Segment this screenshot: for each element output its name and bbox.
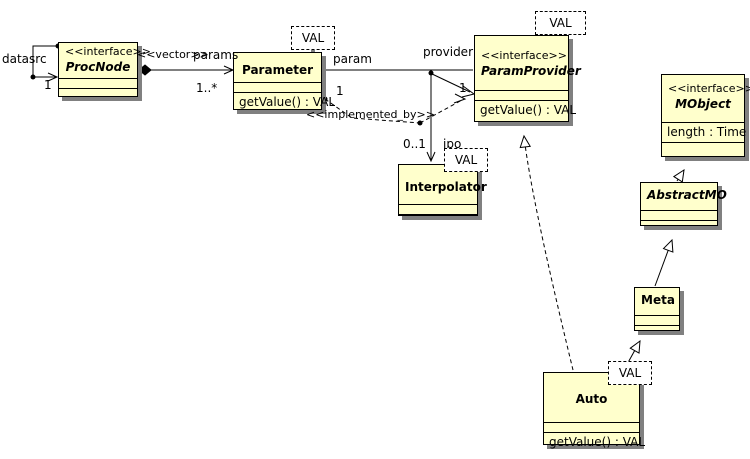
class-header-meta: Meta xyxy=(635,288,679,312)
class-box-interpolator[interactable]: Interpolator xyxy=(398,164,487,216)
class-header-abstractmo: AbstractMO xyxy=(641,183,727,207)
attributes-compartment xyxy=(544,423,639,432)
class-box-procnode[interactable]: <<interface>> ProcNode xyxy=(58,42,151,98)
edge-label-ipo: ipo xyxy=(443,137,462,151)
template-param-interpolator: VAL xyxy=(444,148,488,172)
operations-compartment xyxy=(399,215,477,224)
class-name: ProcNode xyxy=(65,59,131,74)
edge-label-vector-stereotype: <<vector>> xyxy=(137,48,209,61)
template-param-auto: VAL xyxy=(608,361,652,385)
compartment-divider xyxy=(399,213,477,215)
class-name: ParamProvider xyxy=(481,63,581,78)
compartment-divider xyxy=(641,219,717,221)
compartment-divider xyxy=(662,142,744,144)
class-stereotype: <<interface>> xyxy=(481,49,567,62)
class-header-parameter: Parameter xyxy=(234,53,321,82)
edge-abstractmo-extends-mobject xyxy=(672,168,685,183)
compartment-divider xyxy=(399,203,477,205)
class-header-mobject: <<interface>> MObject xyxy=(662,75,750,115)
edge-auto-implements-paramprovider xyxy=(519,134,574,371)
edge-parameter-provider-paramprovider xyxy=(322,69,476,98)
class-box-abstractmo[interactable]: AbstractMO xyxy=(640,182,727,226)
compartment-divider xyxy=(59,78,137,80)
edge-meta-extends-abstractmo xyxy=(654,238,674,287)
class-header-procnode: <<interface>> ProcNode xyxy=(59,43,151,78)
edge-procnode-params-parameter xyxy=(138,64,235,76)
class-header-interpolator: Interpolator xyxy=(399,165,487,199)
class-name: Interpolator xyxy=(405,180,487,194)
edge-label-ipo-multiplicity: 0..1 xyxy=(403,137,426,151)
operation-item: getValue() : VAL xyxy=(239,94,336,109)
attributes-compartment xyxy=(399,205,477,214)
compartment-divider xyxy=(635,324,679,326)
attributes-compartment xyxy=(59,79,137,88)
class-name: Meta xyxy=(641,293,675,307)
template-param-label: VAL xyxy=(301,31,325,45)
operations-compartment: getValue() : VAL xyxy=(544,433,645,449)
edge-label-datasrc-multiplicity: 1 xyxy=(44,78,52,92)
template-param-label: VAL xyxy=(618,366,642,380)
template-param-paramprovider: VAL xyxy=(535,11,586,35)
compartment-divider xyxy=(475,90,568,92)
class-name: AbstractMO xyxy=(647,188,727,202)
edge-label-datasrc: datasrc xyxy=(2,52,47,66)
operations-compartment: getValue() : VAL xyxy=(475,101,576,120)
edge-label-implemented-by: <<implemented_by>> xyxy=(306,108,435,121)
compartment-divider xyxy=(662,122,744,124)
operation-item: getValue() : VAL xyxy=(480,103,577,118)
operations-compartment xyxy=(635,326,679,335)
attributes-compartment xyxy=(475,91,568,100)
compartment-divider xyxy=(641,209,717,211)
operation-item: getValue() : VAL xyxy=(549,434,646,449)
attribute-item: length : Time xyxy=(667,125,747,140)
attributes-compartment: length : Time xyxy=(662,123,747,142)
attributes-compartment xyxy=(641,211,717,220)
attributes-compartment xyxy=(635,316,679,325)
compartment-divider xyxy=(544,431,639,433)
edge-label-provider-multiplicity: 1 xyxy=(459,81,467,95)
edge-label-param-multiplicity: 1 xyxy=(336,84,344,98)
compartment-divider xyxy=(234,81,321,83)
compartment-divider xyxy=(475,100,568,102)
compartment-divider xyxy=(59,88,137,90)
edge-label-param: param xyxy=(333,52,372,66)
template-param-label: VAL xyxy=(454,153,478,167)
template-param-parameter: VAL xyxy=(291,26,335,50)
attributes-compartment xyxy=(234,83,321,92)
class-name: MObject xyxy=(675,96,731,111)
class-name: Auto xyxy=(575,392,608,406)
class-stereotype: <<interface>> xyxy=(65,45,151,58)
class-header-paramprovider: <<interface>> ParamProvider xyxy=(475,36,581,82)
class-box-paramprovider[interactable]: <<interface>> ParamProvider getValue() :… xyxy=(474,35,581,122)
class-name: Parameter xyxy=(241,63,314,77)
operations-compartment: getValue() : VAL xyxy=(234,93,335,109)
compartment-divider xyxy=(544,421,639,423)
compartment-divider xyxy=(234,91,321,93)
class-stereotype: <<interface>> xyxy=(668,82,750,95)
edge-label-params-multiplicity: 1..* xyxy=(196,81,218,95)
edge-implemented-by xyxy=(322,93,467,126)
compartment-divider xyxy=(635,314,679,316)
class-box-parameter[interactable]: Parameter getValue() : VAL xyxy=(233,52,335,110)
class-box-meta[interactable]: Meta xyxy=(634,287,680,331)
operations-compartment xyxy=(641,221,717,230)
template-param-label: VAL xyxy=(549,16,572,30)
operations-compartment xyxy=(662,143,744,152)
operations-compartment xyxy=(59,89,137,98)
class-box-mobject[interactable]: <<interface>> MObject length : Time xyxy=(661,74,750,157)
edge-label-params: params xyxy=(193,48,239,62)
class-header-auto: Auto xyxy=(544,373,639,411)
edge-label-provider: provider xyxy=(423,45,473,59)
